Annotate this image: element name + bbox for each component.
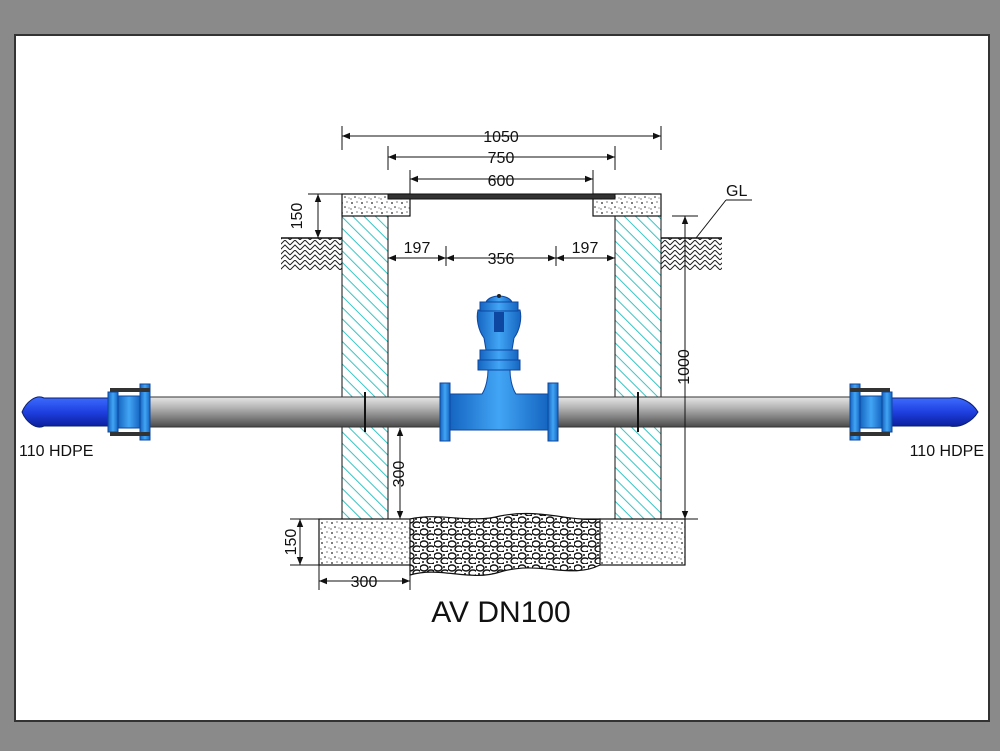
dim-outer-width (341, 126, 662, 150)
pipe-right-label: 110 HDPE (910, 443, 984, 460)
hdpe-pipe-right (887, 397, 979, 427)
dim-base-edge (318, 565, 411, 590)
dim-chamber-height-label: 1000 (676, 349, 693, 385)
dim-chamber-height (661, 215, 698, 520)
dim-base-edge-label: 300 (351, 574, 378, 591)
tee-fitting (439, 359, 559, 442)
dim-clear-space-label: 356 (488, 251, 515, 268)
ground-level-label: GL (726, 183, 747, 200)
pipe-left-label: 110 HDPE (19, 443, 93, 460)
ground-soil-right (661, 238, 722, 270)
dim-outer-width-label: 1050 (483, 129, 519, 146)
chamber-wall-right (614, 215, 662, 520)
dim-opening-width-label: 600 (488, 173, 515, 190)
dim-base-thickness-label: 150 (283, 529, 300, 556)
dim-inner-width-label: 750 (488, 150, 515, 167)
dim-opening-width (409, 170, 594, 194)
dim-pipe-clearance-label: 300 (391, 461, 408, 488)
chamber-wall-left (341, 215, 389, 520)
dim-wall-clearances (388, 246, 615, 266)
air-valve (476, 294, 522, 361)
dim-wall-left-label: 197 (404, 240, 431, 257)
drawing-title: AV DN100 (431, 596, 571, 629)
flange-adapter-right (849, 383, 893, 441)
gravel-bed (409, 512, 601, 576)
flange-adapter-left (107, 383, 151, 441)
dim-wall-right-label: 197 (572, 240, 599, 257)
dim-base-thickness (290, 518, 319, 566)
ground-soil-left (281, 238, 342, 270)
dim-inner-width (387, 146, 616, 170)
ground-level-leader (695, 199, 752, 239)
dim-cover-thickness (308, 193, 342, 239)
cover-plate (387, 193, 616, 200)
hdpe-pipe-left (21, 396, 111, 428)
dim-cover-thickness-label: 150 (289, 203, 306, 230)
